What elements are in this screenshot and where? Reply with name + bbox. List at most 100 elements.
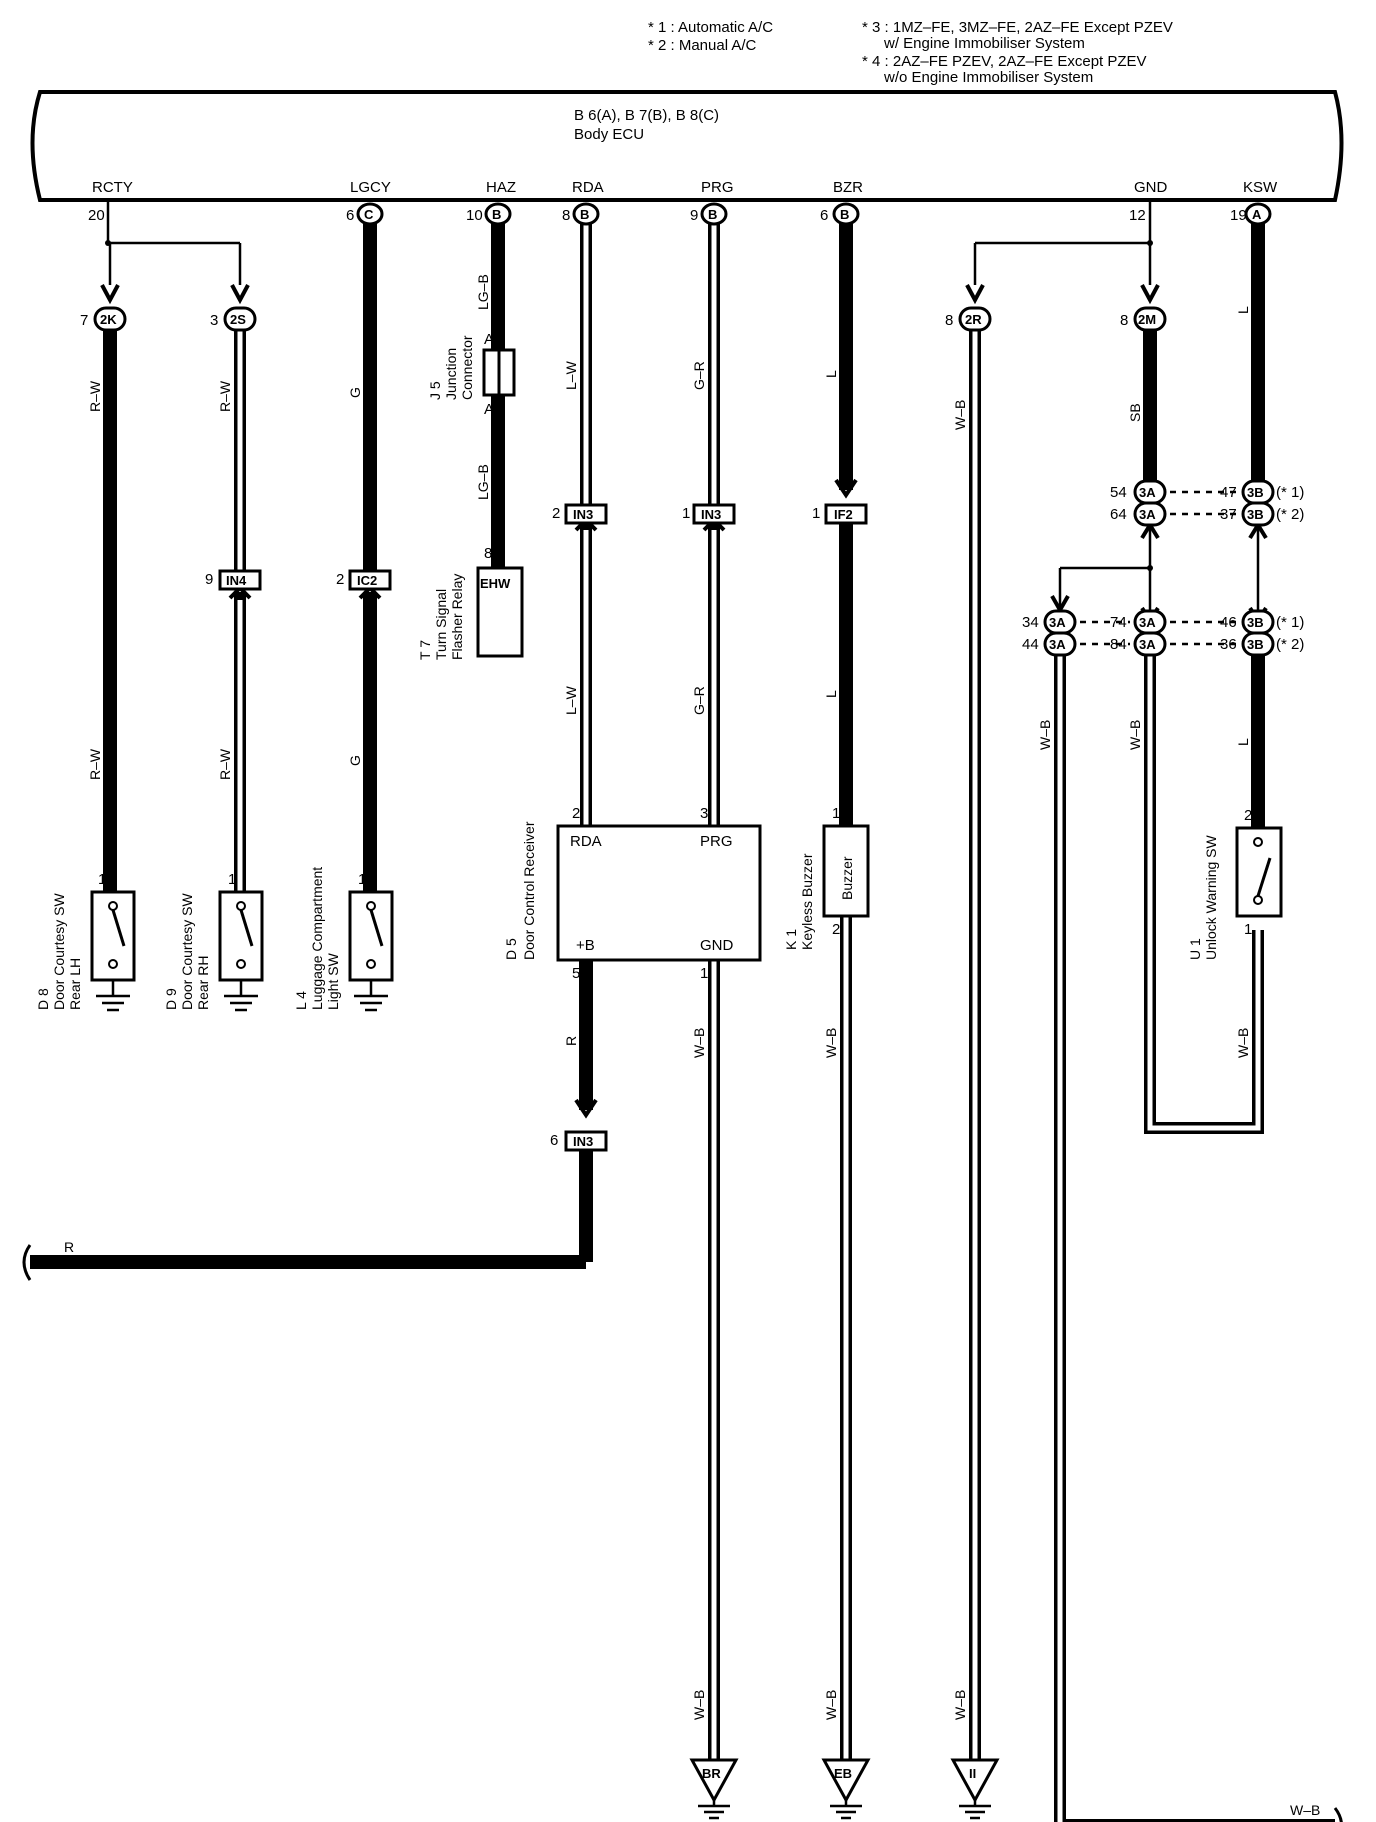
- svg-text:3: 3: [210, 312, 218, 329]
- pin-rcty: 20: [88, 207, 105, 224]
- t7-name: Turn Signal: [433, 589, 449, 660]
- body-ecu-name: Body ECU: [574, 126, 644, 143]
- svg-text:L–W: L–W: [563, 685, 579, 715]
- connector-3b-47: 3B: [1247, 485, 1264, 500]
- connector-3a-54: 3A: [1139, 485, 1156, 500]
- conn-lgcy: C: [364, 207, 374, 222]
- svg-text:II: II: [969, 1766, 976, 1781]
- svg-text:G: G: [347, 755, 363, 766]
- wire-labels: R–W R–W G LG–B LG–B L–W G–R L W–B SB L R…: [64, 274, 1320, 1818]
- svg-text:W–B: W–B: [952, 1690, 968, 1720]
- svg-text:W–B: W–B: [691, 1028, 707, 1058]
- k1-code: K 1: [783, 929, 799, 950]
- connector-in4: IN4: [226, 573, 247, 588]
- note-2: * 2 : Manual A/C: [648, 37, 757, 54]
- keyless-buzzer-k1: 1 Buzzer 2 K 1 Keyless Buzzer: [783, 805, 870, 950]
- svg-text:64: 64: [1110, 506, 1127, 523]
- svg-text:3: 3: [700, 805, 708, 822]
- svg-text:2: 2: [832, 921, 840, 938]
- d5-code: D 5: [503, 938, 519, 960]
- connector-2r: 2R: [965, 312, 982, 327]
- svg-text:+B: +B: [576, 937, 595, 954]
- svg-text:R: R: [563, 1036, 579, 1046]
- svg-text:8: 8: [484, 545, 492, 562]
- svg-text:R: R: [64, 1239, 74, 1255]
- connector-3a-44: 3A: [1049, 637, 1066, 652]
- svg-text:36: 36: [1220, 636, 1237, 653]
- connector-in3-prg: IN3: [701, 507, 721, 522]
- svg-text:74: 74: [1110, 614, 1127, 631]
- switch-d8: 1 D 8 Door Courtesy SW Rear LH: [35, 871, 136, 1012]
- svg-text:6: 6: [550, 1132, 558, 1149]
- junction-connector-j5: A A J 5 Junction Connector: [427, 331, 516, 418]
- svg-text:L–W: L–W: [563, 360, 579, 390]
- svg-text:2: 2: [336, 571, 344, 588]
- switch-d9: 1 D 9 Door Courtesy SW Rear RH: [163, 871, 264, 1012]
- svg-text:5: 5: [572, 965, 580, 982]
- connector-3a-74: 3A: [1139, 615, 1156, 630]
- svg-text:W–B: W–B: [823, 1690, 839, 1720]
- turn-signal-flasher-relay-t7: 8 EHW T 7 Turn Signal Flasher Relay: [417, 545, 524, 660]
- connector-2m: 2M: [1138, 312, 1156, 327]
- svg-text:54: 54: [1110, 484, 1127, 501]
- d5-name: Door Control Receiver: [521, 821, 537, 960]
- conn-bzr: B: [840, 207, 849, 222]
- svg-text:1: 1: [812, 505, 820, 522]
- junction-connectors: 7 2K 3 2S 8 2R 8 2M 54 3A 47 3B (* 1) 64…: [80, 306, 1304, 657]
- terminal-ksw: KSW: [1243, 179, 1278, 196]
- svg-text:7: 7: [80, 312, 88, 329]
- pin-haz: 10: [466, 207, 483, 224]
- connector-3b-37: 3B: [1247, 507, 1264, 522]
- connector-in3-rda: IN3: [573, 507, 593, 522]
- svg-text:RDA: RDA: [570, 833, 602, 850]
- terminal-lgcy: LGCY: [350, 179, 391, 196]
- door-control-receiver-d5: 2 3 RDA PRG +B GND 5 1 D 5 Door Control …: [503, 805, 762, 982]
- pin-prg: 9: [690, 207, 698, 224]
- svg-text:L: L: [1235, 738, 1251, 746]
- terminal-prg: PRG: [701, 179, 734, 196]
- svg-text:W–B: W–B: [1235, 1028, 1251, 1058]
- terminal-gnd: GND: [1134, 179, 1168, 196]
- u1-name: Unlock Warning SW: [1203, 834, 1219, 960]
- body-ecu-outline: [30, 90, 1344, 202]
- l4-name-2: Light SW: [325, 952, 341, 1010]
- svg-text:1: 1: [832, 805, 840, 822]
- d8-code: D 8: [35, 988, 51, 1010]
- svg-text:(* 2): (* 2): [1276, 636, 1304, 653]
- connector-3a-34: 3A: [1049, 615, 1066, 630]
- connector-in3-power: IN3: [573, 1134, 593, 1149]
- t7-name-2: Flasher Relay: [449, 574, 465, 660]
- svg-text:2: 2: [1244, 807, 1252, 824]
- ground-ii: II: [950, 1758, 1000, 1820]
- terminal-bzr: BZR: [833, 179, 863, 196]
- ground-eb: EB: [821, 1758, 871, 1820]
- conn-haz: B: [492, 207, 501, 222]
- svg-text:PRG: PRG: [700, 833, 733, 850]
- wires: [22, 200, 1343, 1822]
- svg-text:(* 1): (* 1): [1276, 484, 1304, 501]
- svg-text:G: G: [347, 387, 363, 398]
- pin-lgcy: 6: [346, 207, 354, 224]
- terminal-haz: HAZ: [486, 179, 516, 196]
- note-4-line2: w/o Engine Immobiliser System: [883, 69, 1093, 86]
- d8-name: Door Courtesy SW: [51, 893, 67, 1010]
- svg-text:W–B: W–B: [1290, 1802, 1320, 1818]
- svg-text:L: L: [1235, 306, 1251, 314]
- ecu-connector-ovals: C B B B B A: [356, 202, 1272, 226]
- svg-text:L: L: [823, 370, 839, 378]
- j5-name-2: Connector: [459, 335, 475, 400]
- svg-text:G–R: G–R: [691, 686, 707, 715]
- svg-text:1: 1: [700, 965, 708, 982]
- svg-text:GND: GND: [700, 937, 734, 954]
- pin-ksw: 19: [1230, 207, 1247, 224]
- unlock-warning-switch-u1: 2 1 U 1 Unlock Warning SW: [1187, 807, 1283, 960]
- l4-code: L 4: [293, 991, 309, 1010]
- svg-text:R–W: R–W: [217, 380, 233, 412]
- svg-text:W–B: W–B: [1127, 720, 1143, 750]
- d8-position: Rear LH: [67, 958, 83, 1010]
- footnotes: * 1 : Automatic A/C * 2 : Manual A/C * 3…: [648, 19, 1173, 86]
- connector-2k: 2K: [100, 312, 117, 327]
- d9-position: Rear RH: [195, 956, 211, 1010]
- body-ecu: B 6(A), B 7(B), B 8(C) Body ECU RCTY LGC…: [30, 90, 1344, 224]
- note-4-line1: * 4 : 2AZ–FE PZEV, 2AZ–FE Except PZEV: [862, 53, 1147, 70]
